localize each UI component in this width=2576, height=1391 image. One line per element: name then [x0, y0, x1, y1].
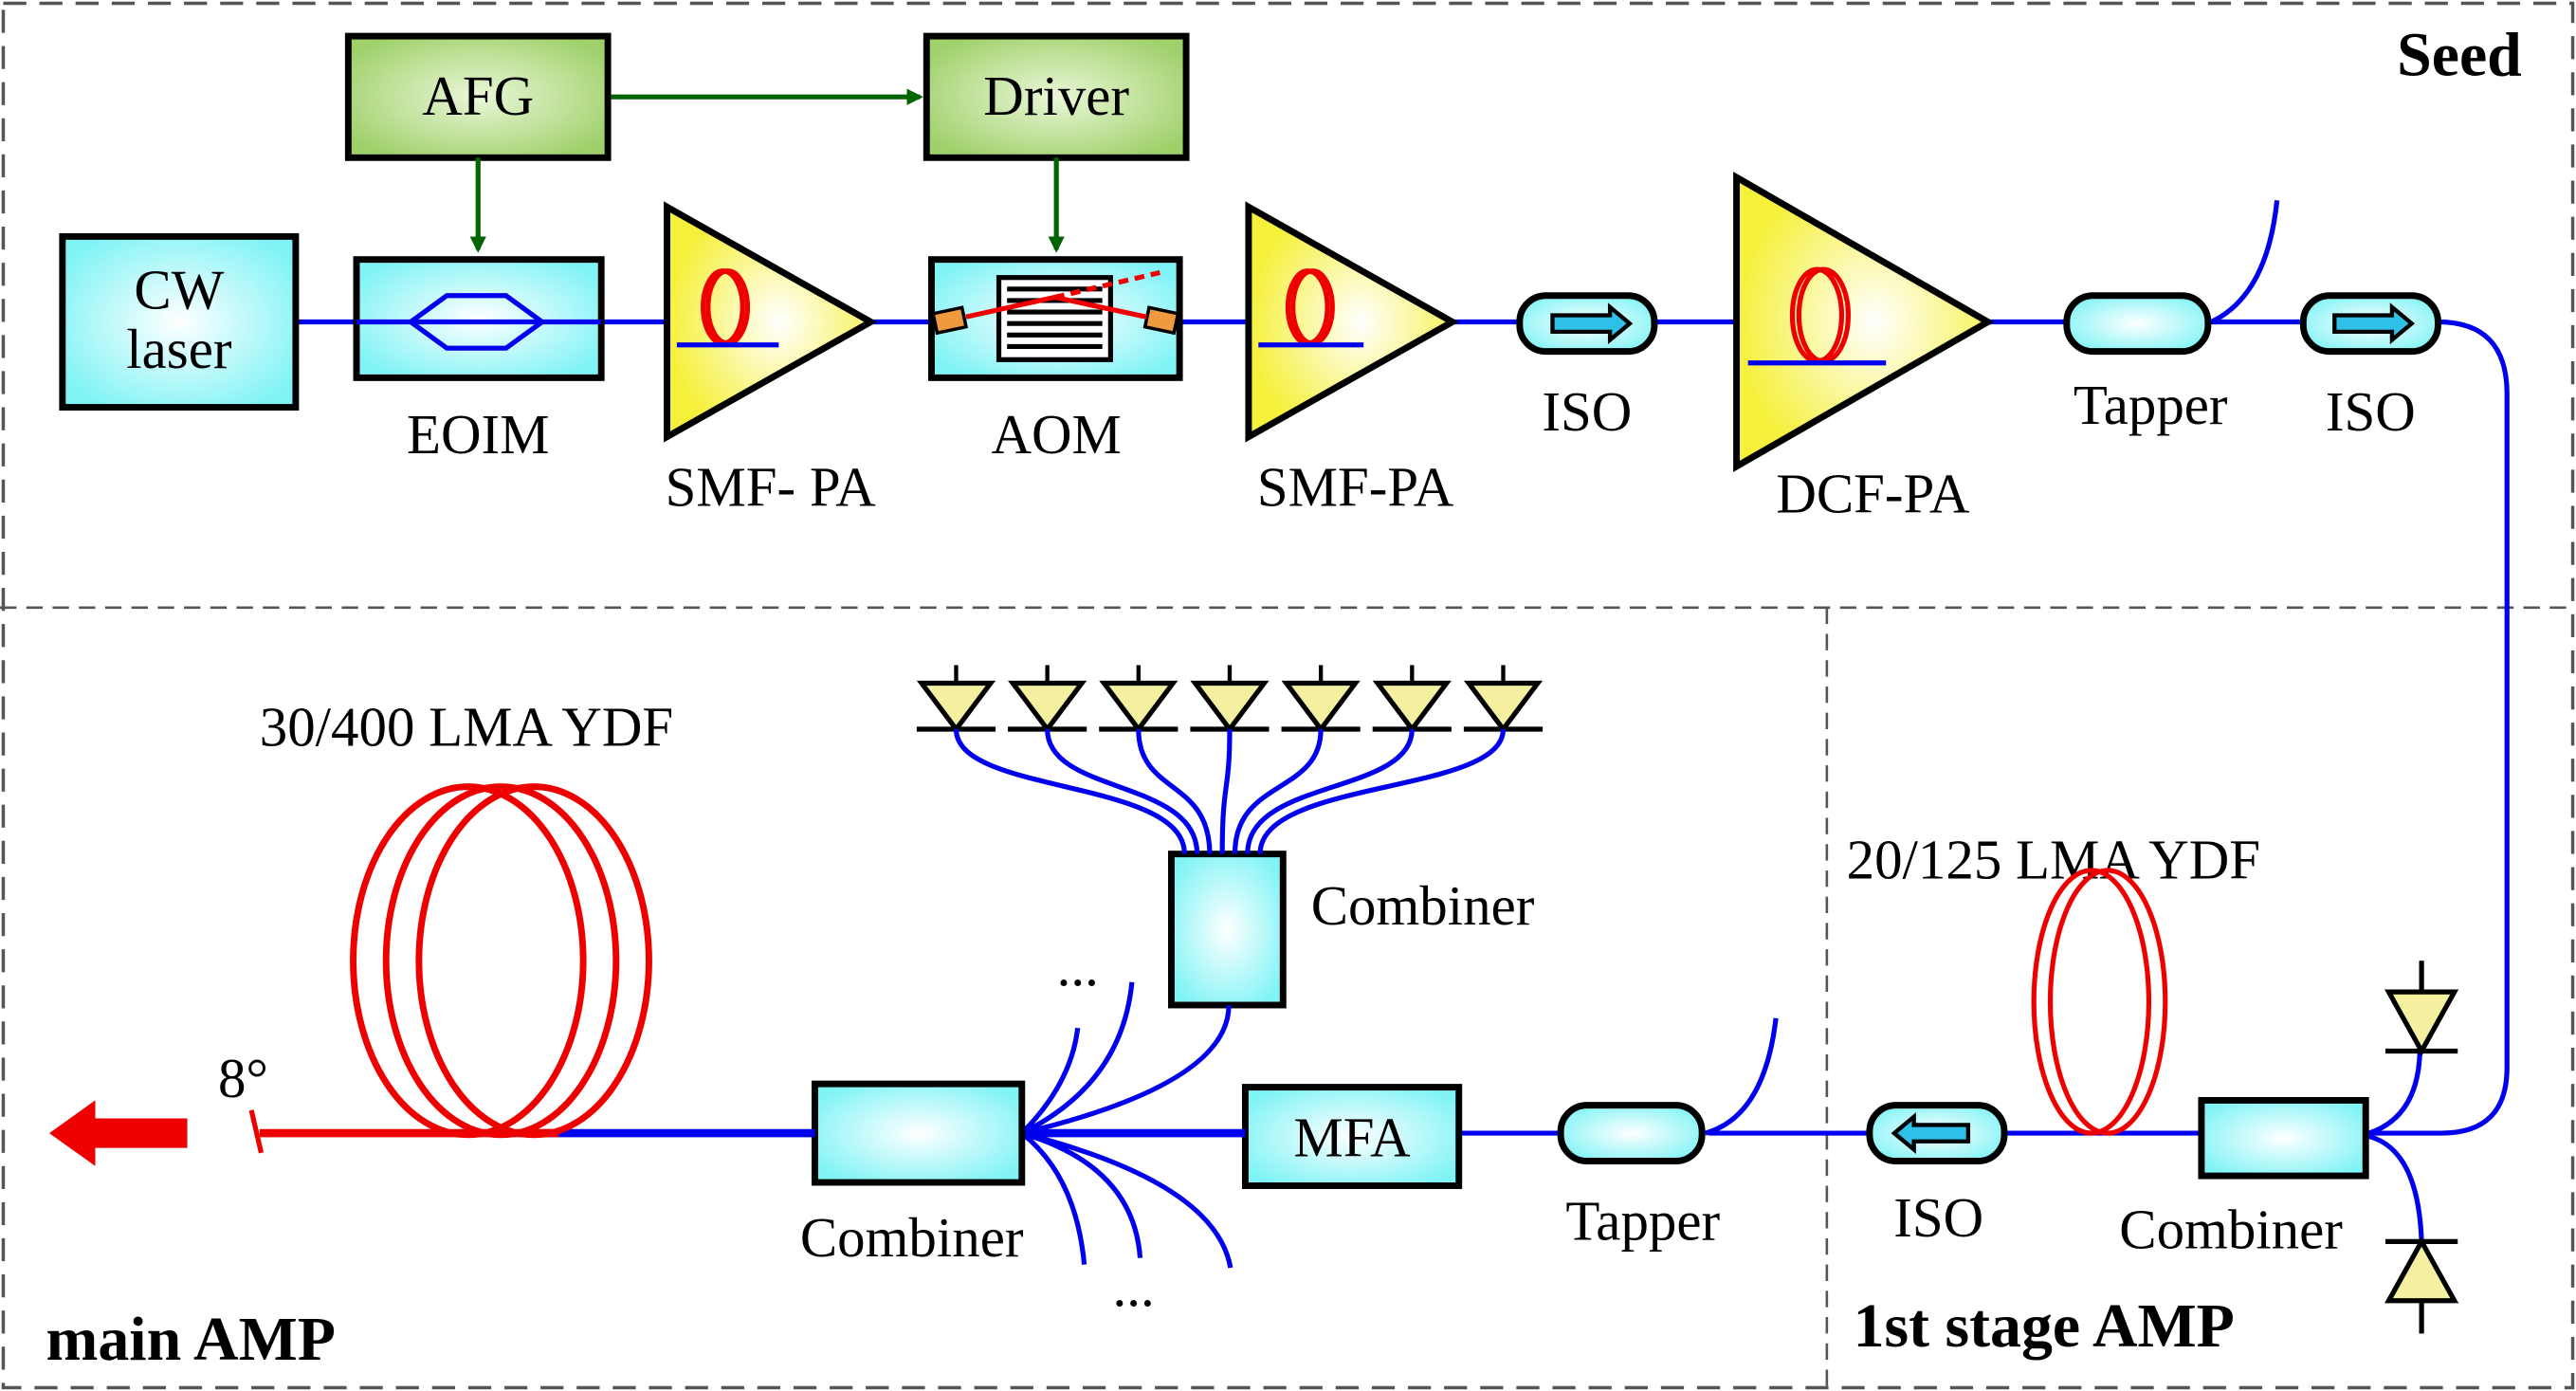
- pump-fiber: [1257, 728, 1507, 854]
- angle-label: 8°: [218, 1048, 268, 1109]
- combiner-top[interactable]: Combiner: [1168, 851, 1535, 1009]
- pump-diode: [1008, 665, 1087, 734]
- first-stage-fiber-label: 20/125 LMA YDF: [1847, 830, 2260, 891]
- first-stage-gain-fiber-coil: [2031, 868, 2168, 1136]
- pump-fiber: [953, 728, 1187, 854]
- driver-label: Driver: [983, 65, 1129, 127]
- smf-pa-1-amplifier[interactable]: SMF- PA: [664, 201, 878, 518]
- iso-2-label: ISO: [2326, 381, 2416, 443]
- section-title-first-stage-amp: 1st stage AMP: [1854, 1291, 2235, 1361]
- arrow-right-icon: [2332, 302, 2416, 345]
- tapper-main[interactable]: Tapper: [1557, 1017, 1779, 1253]
- combiner-first-stage[interactable]: Combiner: [2119, 1096, 2369, 1260]
- pump-diode: [1281, 665, 1361, 734]
- iso-1-isolator[interactable]: ISO: [1516, 292, 1658, 443]
- pump-fiber: [1136, 729, 1213, 854]
- afg-module[interactable]: AFG: [344, 32, 612, 161]
- arrow-right-icon: [1550, 302, 1634, 345]
- pump-diode: [1190, 665, 1270, 734]
- mach-zehnder-icon: [406, 293, 547, 351]
- tapper-main-label: Tapper: [1565, 1191, 1720, 1253]
- main-fiber-label: 30/400 LMA YDF: [260, 696, 673, 758]
- eoim-label: EOIM: [407, 404, 550, 466]
- tap-fiber-main: [1704, 1017, 1779, 1136]
- pump-diode: [1099, 665, 1178, 734]
- section-title-main-amp: main AMP: [46, 1305, 336, 1374]
- pump-diode: [916, 665, 996, 734]
- smf-pa-1-label: SMF- PA: [666, 456, 877, 518]
- seed-to-amp-fiber: [2368, 319, 2510, 1136]
- mfa-module[interactable]: MFA: [1241, 1084, 1463, 1189]
- pump-diode: [1463, 665, 1544, 734]
- ellipsis-bottom: ...: [1113, 1256, 1155, 1318]
- fan-out-fibers: [1019, 981, 1233, 1269]
- aom-module[interactable]: AOM: [928, 256, 1183, 466]
- output-arrow-icon: [48, 1100, 188, 1166]
- pump-diode-top: [2384, 961, 2459, 1056]
- smf-pa-2-label: SMF-PA: [1257, 456, 1454, 518]
- combiner-link-fiber: [1021, 1004, 1232, 1136]
- cw-laser-label-line2: laser: [126, 319, 232, 380]
- combiner-first-stage-label: Combiner: [2119, 1199, 2343, 1260]
- combiner-bottom[interactable]: Combiner: [800, 1080, 1026, 1269]
- pump-fiber: [1245, 728, 1415, 854]
- aom-label: AOM: [991, 404, 1121, 466]
- pump-fiber-bottom: [2367, 1134, 2424, 1242]
- iso-2-isolator[interactable]: ISO: [2299, 292, 2441, 443]
- pump-diode-array: [916, 665, 1544, 854]
- arrow-left-icon: [1891, 1112, 1971, 1155]
- tapper-seed-label: Tapper: [2074, 375, 2228, 436]
- iso-1-label: ISO: [1542, 381, 1632, 443]
- pump-fiber: [1232, 728, 1324, 854]
- ellipsis-top: ...: [1057, 936, 1099, 997]
- cw-laser-label-line1: CW: [134, 260, 224, 321]
- iso-first-stage-isolator[interactable]: ISO: [1866, 1102, 2008, 1250]
- tapper-seed[interactable]: Tapper: [2063, 200, 2280, 436]
- combiner-top-label: Combiner: [1311, 875, 1535, 937]
- pump-fiber: [1219, 729, 1233, 854]
- dcf-pa-amplifier[interactable]: DCF-PA: [1733, 172, 1995, 524]
- eoim-module[interactable]: EOIM: [353, 256, 605, 466]
- mfa-label: MFA: [1293, 1107, 1411, 1168]
- section-title-seed: Seed: [2397, 21, 2522, 90]
- smf-pa-2-amplifier[interactable]: SMF-PA: [1245, 201, 1459, 518]
- dcf-pa-label: DCF-PA: [1776, 463, 1970, 524]
- tap-fiber: [2210, 200, 2280, 324]
- angle-cleave-icon: [248, 1109, 265, 1154]
- pump-diode-bottom: [2384, 1236, 2459, 1334]
- driver-module[interactable]: Driver: [923, 32, 1190, 161]
- pump-fiber-top: [2367, 1051, 2422, 1136]
- main-gain-fiber-coil: [350, 783, 652, 1139]
- pump-fiber: [1045, 728, 1200, 854]
- pump-diode: [1372, 665, 1452, 734]
- iso-first-stage-label: ISO: [1893, 1187, 1983, 1249]
- afg-label: AFG: [422, 65, 534, 127]
- cw-laser-module[interactable]: CW laser: [59, 232, 300, 411]
- combiner-bottom-label: Combiner: [800, 1207, 1024, 1269]
